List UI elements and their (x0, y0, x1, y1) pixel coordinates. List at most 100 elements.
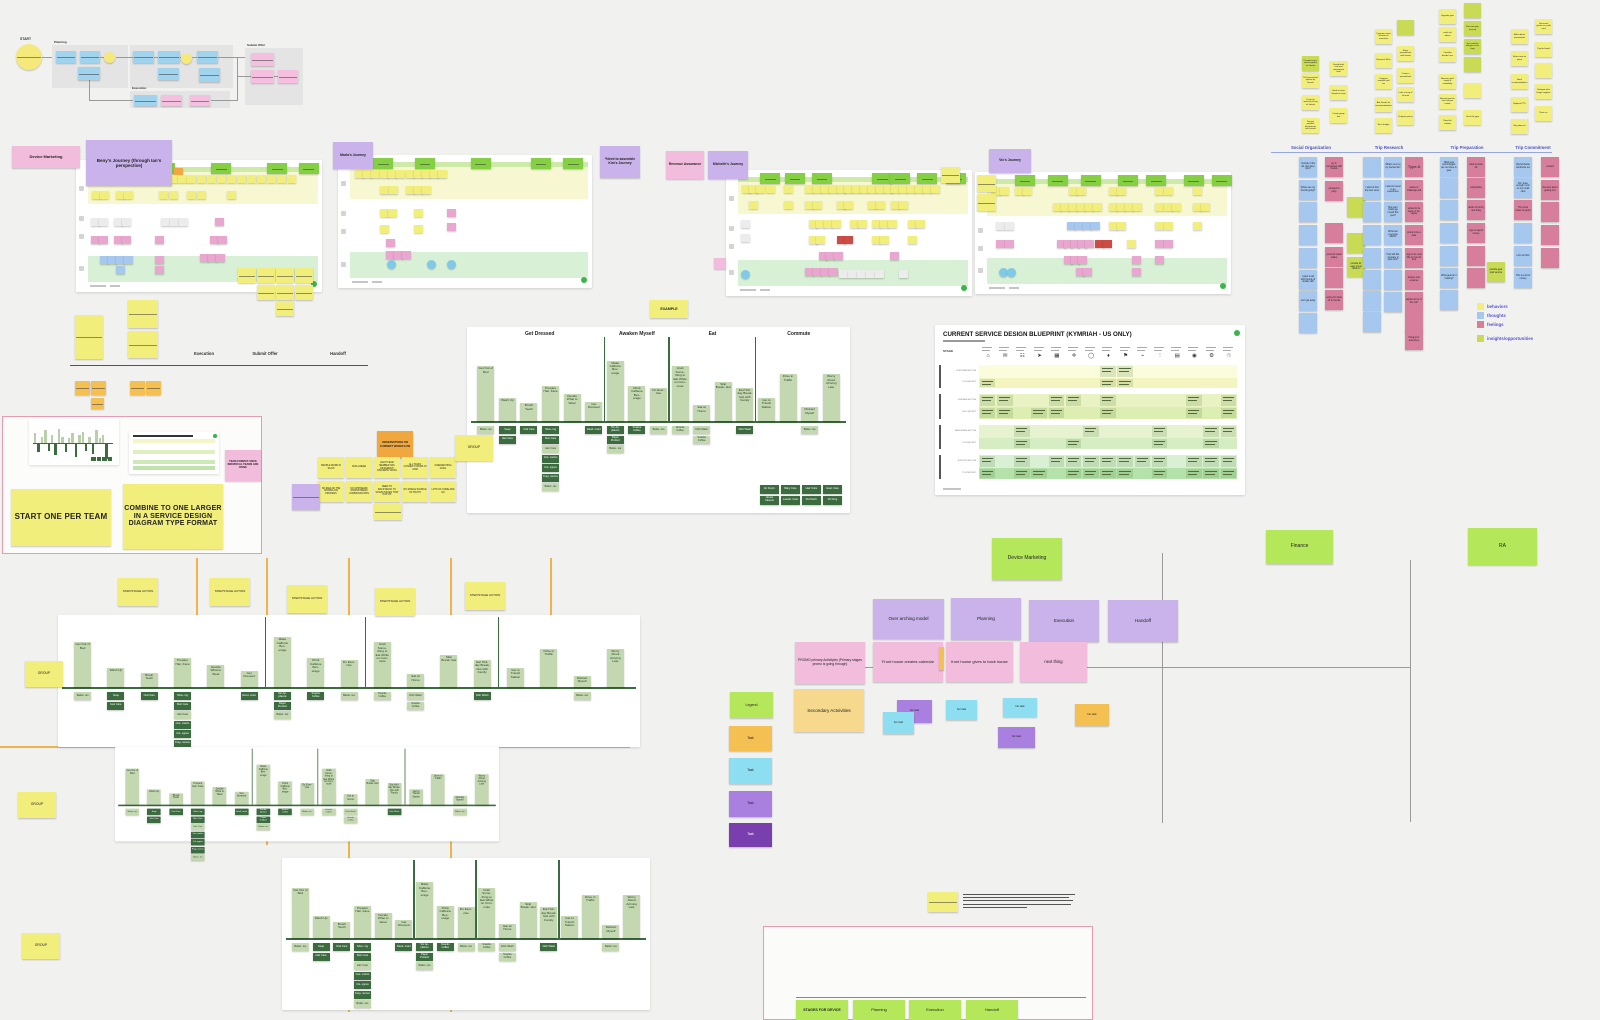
flow-milestone-node[interactable] (104, 52, 115, 63)
journey-stage-chip[interactable] (298, 163, 319, 174)
sticky-note[interactable] (1363, 312, 1381, 332)
diagram-bar[interactable]: Get Dressed (240, 671, 258, 687)
sticky-note[interactable]: watch ski videos (1439, 27, 1456, 42)
sticky-note-mini[interactable] (805, 185, 815, 193)
diagram-bar[interactable]: Make Caffeine Bev- erage (256, 764, 271, 805)
observation-sticky[interactable]: NON-LINEAR (346, 457, 372, 478)
sticky-note[interactable] (257, 285, 275, 300)
diagram-bar[interactable]: Eat Holi- day Break- fast with Family (540, 907, 558, 938)
sticky-note-mini[interactable] (1071, 256, 1081, 264)
team-format-note[interactable]: TEAM FORMAT: ONCE INDIVIDUAL TEAMS ARE D… (225, 450, 261, 481)
diagram-bar[interactable]: Drive in Traffic (581, 894, 599, 938)
sticky-note-mini[interactable] (380, 170, 390, 178)
sticky-note[interactable]: urge to spend money (1467, 223, 1485, 243)
sticky-note[interactable] (1440, 290, 1458, 310)
sticky-note[interactable] (1363, 157, 1381, 177)
sticky-note[interactable]: Rent car (1535, 106, 1552, 121)
sticky-note-mini[interactable] (908, 220, 918, 228)
blueprint-cell[interactable] (1203, 456, 1219, 467)
diagram-bar[interactable]: Skip Break- fast (440, 655, 458, 687)
sticky-note-mini[interactable] (1015, 187, 1025, 195)
sticky-note-mini[interactable] (813, 268, 823, 276)
product-chip[interactable]: Batter- ies (542, 483, 560, 491)
sticky-note[interactable] (1405, 312, 1423, 332)
sticky-note-mini[interactable] (991, 187, 1001, 195)
diagram-bar[interactable]: Do Exer- cise (457, 907, 475, 938)
product-chip[interactable]: Snacks Coffee (343, 816, 358, 823)
sticky-note-mini[interactable] (891, 185, 901, 193)
sticky-note-mini[interactable] (1102, 240, 1112, 248)
sticky-note-mini[interactable] (1006, 268, 1016, 277)
sticky-note[interactable] (1440, 200, 1458, 220)
sticky-note[interactable] (928, 892, 958, 912)
sticky-note-mini[interactable] (1155, 256, 1165, 264)
task-swatch-dark-purple[interactable]: Task (729, 823, 772, 847)
her-task-note[interactable]: her task (1075, 704, 1109, 726)
product-chip[interactable]: Shav- ing (191, 808, 205, 815)
task-swatch-cyan[interactable]: Task (729, 758, 772, 784)
sticky-note[interactable]: Share spreadsheet with friends (1397, 46, 1414, 61)
sticky-note[interactable] (1299, 225, 1317, 245)
sticky-note-mini[interactable] (1116, 203, 1126, 211)
sticky-note-mini[interactable] (405, 186, 415, 194)
sticky-note-mini[interactable] (447, 260, 457, 269)
sticky-note-mini[interactable] (998, 268, 1008, 277)
sticky-note-mini[interactable] (907, 185, 917, 193)
blueprint-cell[interactable] (1117, 469, 1133, 478)
sticky-note[interactable]: Provide way to share logistics w/ friend… (1302, 56, 1319, 71)
revenue-assurance-label[interactable]: Revenue Assurance (666, 151, 704, 179)
sticky-note-mini[interactable] (836, 185, 846, 193)
observation-sticky[interactable]: EACH TEAM MEMBER HAS DIFFERENT/ DISCRETE… (374, 457, 400, 478)
sticky-note[interactable] (1535, 63, 1552, 78)
diagram-bar[interactable]: Grab Some- thing to Eat While on Com- mu… (671, 366, 689, 421)
sticky-note-mini[interactable] (196, 175, 206, 183)
observation-sticky[interactable]: ALL TASKS CONNECT/ WORK IN CRM (402, 457, 428, 478)
sticky-note-mini[interactable] (99, 236, 109, 244)
sticky-note[interactable]: How can I challenge myself this year? (1384, 202, 1402, 222)
sticky-note-mini[interactable] (217, 236, 227, 244)
blueprint-cell[interactable] (1186, 395, 1202, 406)
sticky-note[interactable] (1363, 248, 1381, 268)
front-house-calendar-note[interactable]: Front house creates calendar (873, 642, 943, 682)
product-chip[interactable]: Dish Wash (473, 692, 491, 700)
sticky-note-mini[interactable] (113, 218, 123, 226)
blueprint-cell[interactable] (1048, 395, 1065, 406)
sticky-note[interactable]: provide for easy group check-in (1347, 257, 1365, 277)
diagram-bar[interactable]: Get to Transit Station (757, 397, 775, 421)
product-chip[interactable]: Frag- rances (542, 473, 560, 482)
her-task-note[interactable]: her task (1003, 698, 1037, 717)
sticky-note-mini[interactable] (421, 186, 431, 194)
sticky-note[interactable]: Book accommodations (1511, 74, 1528, 89)
sticky-note-mini[interactable] (872, 236, 882, 244)
sticky-note[interactable]: I want to ski with friends of similar sk… (1299, 270, 1317, 290)
diagram-bar[interactable]: Eat Holi- day Break- fast with Family (736, 387, 754, 421)
product-chip[interactable]: Dish Wash (387, 808, 402, 815)
product-chip[interactable]: Dish Wash (407, 692, 425, 700)
diagram-bar[interactable]: Drink Caffeine Bev- erage (628, 385, 646, 421)
blueprint-cell[interactable] (1186, 408, 1202, 418)
stage-handoff-label[interactable]: Handoff (966, 1000, 1018, 1020)
group-label[interactable]: GROUP (18, 792, 56, 818)
sticky-note-mini[interactable] (438, 170, 448, 178)
kickoff-box[interactable]: TEAM FORMAT: ONCE INDIVIDUAL TEAMS ARE D… (2, 416, 262, 554)
diagram-bar[interactable]: Drive in Traffic (431, 773, 445, 805)
sticky-note-mini[interactable] (1192, 222, 1202, 230)
sticky-note-mini[interactable] (236, 175, 246, 183)
sticky-note-mini[interactable] (922, 185, 932, 193)
diagram-bar[interactable]: Drink Caffeine Bev- erage (436, 905, 454, 938)
marlas-journey-label[interactable]: Marla's Journey (333, 142, 373, 169)
diagram-bar[interactable]: Brush Teeth (140, 672, 158, 687)
product-chip[interactable]: Dish Wash (343, 808, 358, 815)
sticky-note-mini[interactable] (1163, 240, 1173, 248)
sticky-note[interactable]: (friend) better reimburse me (1514, 157, 1532, 177)
diagram-bar[interactable]: Get to Transit Station (409, 789, 423, 805)
sticky-note-mini[interactable] (908, 236, 918, 244)
sticky-note-mini[interactable] (996, 240, 1006, 248)
blueprint-cell[interactable] (1014, 426, 1030, 437)
diagram-bar[interactable]: Drink Caffeine Bev- erage (307, 658, 325, 687)
sticky-note-mini[interactable] (996, 222, 1006, 230)
product-chip[interactable]: Oral Care (169, 808, 183, 815)
sticky-note[interactable] (1363, 225, 1381, 245)
sticky-note[interactable] (276, 268, 294, 283)
product-chip[interactable]: Batter- ies (300, 808, 314, 815)
